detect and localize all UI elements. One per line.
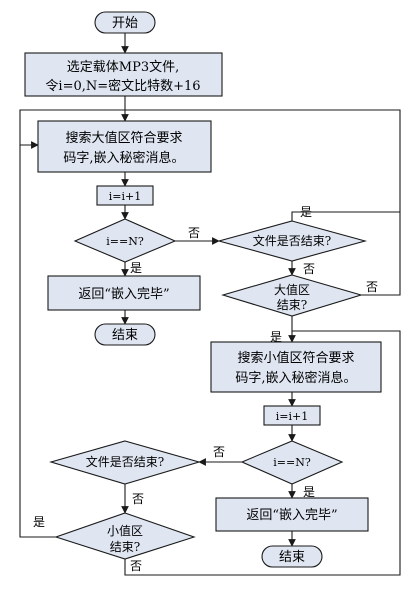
end-label-2: 结束: [279, 550, 305, 565]
search-small-process: [210, 341, 382, 393]
check-n-label-2: i==N?: [273, 456, 311, 469]
search-small-line2: 码字,嵌入秘密消息。: [235, 370, 356, 386]
label-no-large-region: 否: [366, 280, 378, 294]
check-n-label-1: i==N?: [106, 235, 144, 248]
label-yes-large-region: 是: [270, 330, 282, 344]
end-terminal-2: [261, 545, 323, 568]
connector-loop-back-large: [19, 109, 401, 212]
file-end-label-2: 文件是否结束?: [86, 454, 164, 469]
check-n-decision-2: [240, 440, 344, 485]
connector-small-region-yes-loop: [19, 145, 56, 538]
label-no-file-end2: 否: [132, 492, 144, 506]
label-yes-small-region: 是: [33, 515, 45, 529]
small-region-line2: 结束?: [110, 540, 140, 554]
return-label-1: 返回“嵌入完毕”: [78, 287, 169, 302]
increment-process-2: [263, 405, 321, 426]
increment-label-1: i=i+1: [109, 190, 141, 203]
return-label-2: 返回“嵌入完毕”: [246, 508, 337, 523]
connector-large-region-search-small: [124, 316, 401, 576]
file-end-label-1: 文件是否结束?: [253, 233, 331, 248]
large-region-line1: 大值区: [274, 282, 310, 297]
label-no-check2: 否: [213, 445, 225, 459]
init-text-line2: 令i=0,N=密文比特数+16: [45, 78, 200, 94]
increment-process-1: [96, 185, 154, 206]
label-yes-check1: 是: [130, 261, 142, 275]
return-process-2: [215, 497, 369, 532]
increment-label-2: i=i+1: [276, 410, 308, 423]
search-small-line1: 搜索小值区符合要求: [237, 350, 354, 366]
connector-large-region-no: [361, 275, 401, 296]
label-no-small-region: 否: [130, 559, 142, 573]
small-region-decision: [54, 512, 196, 560]
connectors: [19, 33, 401, 576]
label-yes-file-end1: 是: [300, 205, 312, 219]
large-region-decision: [221, 274, 363, 317]
end-label-1: 结束: [112, 328, 138, 343]
search-large-process: [37, 120, 212, 173]
return-process-1: [47, 275, 201, 311]
file-end-decision-2: [49, 440, 201, 485]
connector-file-end1-yes-loop: [291, 211, 401, 275]
label-yes-check2: 是: [303, 485, 315, 499]
check-n-decision-1: [73, 218, 177, 263]
label-no-check1: 否: [188, 226, 200, 240]
large-region-line2: 结束?: [277, 298, 307, 312]
init-text-line1: 选定载体MP3文件,: [67, 60, 179, 75]
file-end-decision-1: [216, 220, 368, 262]
label-no-file-end1: 否: [303, 262, 315, 276]
end-terminal-1: [94, 323, 156, 346]
search-large-line2: 码字,嵌入秘密消息。: [63, 150, 184, 166]
search-large-line1: 搜索大值区符合要求: [65, 130, 182, 146]
init-process: [24, 52, 223, 97]
start-label: 开始: [112, 16, 138, 31]
small-region-line1: 小值区: [107, 523, 143, 538]
start-terminal: [94, 11, 156, 34]
